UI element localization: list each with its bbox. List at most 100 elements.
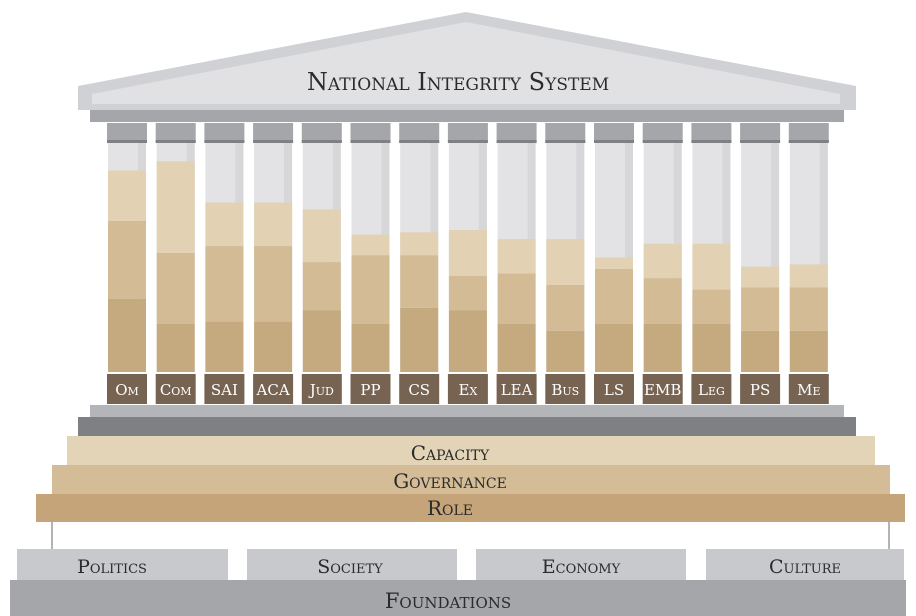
foundations-base-block — [10, 580, 906, 616]
pillar-label-om: Om — [115, 381, 139, 399]
pillar-segment-role-pp — [351, 323, 390, 372]
pillar-capital-edge-ex — [447, 140, 488, 143]
pillar-ls: LS — [594, 123, 634, 404]
pillar-label-box-sai — [204, 374, 245, 404]
pillar-label-ps: PS — [750, 381, 770, 399]
pillar-segment-role-emb — [643, 323, 682, 372]
pillar-segment-capacity-me — [789, 264, 828, 288]
pillar-segment-capacity-aca — [254, 202, 293, 247]
pillar-capital-edge-cs — [399, 140, 440, 143]
pillar-segment-role-ex — [448, 310, 487, 372]
pillar-om: Om — [107, 123, 147, 404]
pillar-label-box-lea — [496, 374, 537, 404]
pillar-segment-capacity-om — [108, 170, 146, 221]
pillar-capital-edge-me — [788, 140, 829, 143]
pillar-capital-edge-sai — [204, 140, 245, 143]
pillar-segment-governance-jud — [302, 262, 341, 311]
pillar-lea: LEA — [496, 123, 537, 404]
pillar-shaft-shade-ps — [771, 143, 780, 372]
pillar-label-emb: EMB — [644, 381, 681, 399]
step-role-label: Role — [427, 496, 473, 520]
pillar-label-box-cs — [399, 374, 440, 404]
pillar-segment-capacity-emb — [643, 243, 682, 279]
foundation-politics-label: Politics — [77, 556, 147, 578]
pillar-bus: Bus — [545, 123, 586, 404]
pillar-capital-ps — [740, 123, 781, 143]
pillar-capital-om — [107, 123, 147, 143]
pillar-label-aca: ACA — [256, 381, 290, 399]
pillar-capital-leg — [691, 123, 732, 143]
pillar-segment-capacity-jud — [302, 209, 341, 263]
pillar-capital-lea — [496, 123, 537, 143]
pillar-label-lea: LEA — [501, 381, 533, 399]
pillar-segment-governance-leg — [692, 289, 731, 324]
foundation-culture-label: Culture — [769, 556, 841, 578]
pillar-label-box-jud — [301, 374, 342, 404]
pillar-sai: SAI — [204, 123, 245, 404]
pillar-segment-role-leg — [692, 323, 731, 372]
pillar-segment-capacity-ex — [448, 230, 487, 276]
foundation-politics-block — [17, 549, 228, 580]
roof-title: National Integrity System — [307, 68, 609, 96]
pillar-segment-role-com — [156, 323, 195, 372]
pillar-label-box-ls — [594, 374, 634, 404]
pillar-capital-ls — [594, 123, 634, 143]
pillar-capital-edge-pp — [350, 140, 391, 143]
pillar-label-box-pp — [350, 374, 391, 404]
pillar-ps: PS — [740, 123, 781, 404]
roof-pediment-inner — [92, 22, 840, 104]
step-role-bar — [36, 494, 905, 522]
foundation-economy-label: Economy — [542, 556, 621, 578]
pillar-capital-pp — [350, 123, 391, 143]
pillar-label-box-bus — [545, 374, 586, 404]
pillar-segment-role-jud — [302, 310, 341, 372]
pillar-capital-edge-om — [107, 140, 147, 143]
pillar-segment-governance-ls — [595, 268, 633, 324]
pillar-capital-com — [155, 123, 196, 143]
pillar-capital-edge-ps — [740, 140, 781, 143]
pillar-label-cs: CS — [408, 381, 430, 399]
pillar-label-ex: Ex — [459, 381, 478, 399]
pillar-ex: Ex — [447, 123, 488, 404]
pillar-label-box-leg — [691, 374, 732, 404]
pillar-com: Com — [155, 123, 196, 404]
pillar-segment-capacity-lea — [497, 239, 536, 274]
pillar-segment-capacity-com — [156, 161, 195, 253]
pillar-capital-edge-lea — [496, 140, 537, 143]
pillar-cs: CS — [399, 123, 440, 404]
step-governance-bar — [52, 465, 890, 494]
stylobate-base — [78, 417, 856, 436]
pillar-segment-role-bus — [546, 330, 585, 372]
stylobate — [78, 405, 856, 436]
pillar-segment-governance-pp — [351, 255, 390, 324]
step-capacity-bar — [67, 436, 875, 465]
steps: Capacity Governance Role — [36, 436, 905, 522]
pillar-aca: ACA — [253, 123, 294, 404]
pillar-label-pp: PP — [360, 381, 380, 399]
pillar-segment-role-ls — [595, 323, 633, 372]
foundation-culture-block — [706, 549, 904, 580]
pillar-me: Me — [788, 123, 829, 404]
pillar-segment-governance-ex — [448, 275, 487, 311]
pillar-capital-aca — [253, 123, 294, 143]
pillar-segment-capacity-sai — [205, 202, 244, 247]
pillar-label-com: Com — [160, 381, 192, 399]
pillar-segment-governance-emb — [643, 278, 682, 324]
pillar-segment-role-ps — [741, 330, 780, 372]
step-capacity-label: Capacity — [411, 441, 490, 465]
pillar-capital-edge-bus — [545, 140, 586, 143]
pillar-segment-governance-ps — [741, 287, 780, 331]
pillar-leg: Leg — [691, 123, 732, 404]
pillar-segment-capacity-ps — [741, 266, 780, 288]
pillar-pp: PP — [350, 123, 391, 404]
pillar-segment-role-sai — [205, 321, 244, 372]
pillar-segment-capacity-cs — [400, 232, 439, 256]
pillar-segment-capacity-bus — [546, 239, 585, 285]
foundation-society-label: Society — [317, 556, 383, 578]
pillar-segment-governance-lea — [497, 273, 536, 324]
pillar-label-box-ps — [740, 374, 781, 404]
pillar-capital-sai — [204, 123, 245, 143]
pillar-segment-governance-me — [789, 287, 828, 331]
